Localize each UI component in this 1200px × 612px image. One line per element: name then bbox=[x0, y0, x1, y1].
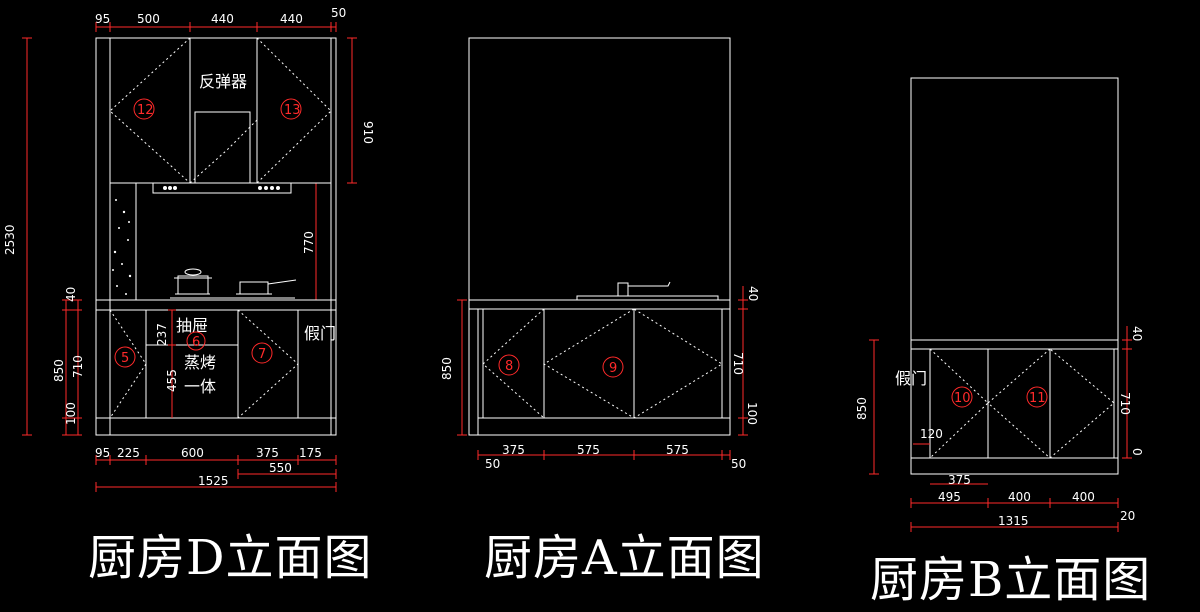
b-dim-850: 850 bbox=[855, 397, 869, 420]
d-cabinet-number-12: 12 bbox=[137, 103, 154, 118]
d-bottom-dim-600: 600 bbox=[181, 446, 204, 460]
a-side-dimensions bbox=[457, 286, 748, 436]
b-cabinet-number-10: 10 bbox=[954, 391, 971, 406]
b-carcass bbox=[910, 77, 1119, 475]
d-cabinet-number-5: 5 bbox=[121, 351, 129, 366]
hood-label: 反弹器 bbox=[199, 72, 247, 91]
d-inner-dimension bbox=[168, 309, 176, 418]
d-right-dimension bbox=[315, 37, 357, 300]
a-bottom-dim-50-left: 50 bbox=[485, 457, 500, 471]
d-cabinet-number-circles bbox=[114, 98, 302, 368]
elevation-a: 8 9 850 40 710 100 375 575 575 50 50 bbox=[440, 37, 760, 471]
d-bottom-dim-225: 225 bbox=[117, 446, 140, 460]
b-side-dimensions bbox=[869, 326, 1132, 485]
b-dim-375: 375 bbox=[948, 473, 971, 487]
d-cabinet-number-7: 7 bbox=[258, 347, 266, 362]
a-bottom-dimensions bbox=[477, 450, 731, 460]
a-bottom-dim-575a: 575 bbox=[577, 443, 600, 457]
b-cabinet-number-11: 11 bbox=[1029, 391, 1046, 406]
b-bottom-dim-400b: 400 bbox=[1072, 490, 1095, 504]
d-top-dim-50: 50 bbox=[331, 6, 346, 20]
d-cooktop-with-pots bbox=[170, 268, 297, 299]
d-top-dim-95: 95 bbox=[95, 12, 110, 26]
a-dim-100: 100 bbox=[745, 402, 759, 425]
elevation-b-title: 厨房B立面图 bbox=[870, 552, 1152, 608]
a-bottom-dim-50-right: 50 bbox=[731, 457, 746, 471]
d-top-dim-440b: 440 bbox=[280, 12, 303, 26]
elevation-d-title: 厨房D立面图 bbox=[88, 530, 373, 586]
b-bottom-dim-400a: 400 bbox=[1008, 490, 1031, 504]
b-dim-0: 0 bbox=[1130, 448, 1144, 456]
a-cabinet-number-9: 9 bbox=[609, 361, 617, 376]
d-top-dim-500: 500 bbox=[137, 12, 160, 26]
b-bottom-dim-20: 20 bbox=[1120, 509, 1135, 523]
b-fake-door-label: 假门 bbox=[895, 369, 927, 388]
d-bottom-dim-375: 375 bbox=[256, 446, 279, 460]
b-cabinet-number-circles bbox=[951, 386, 1048, 408]
a-bottom-dim-375: 375 bbox=[502, 443, 525, 457]
a-dim-710: 710 bbox=[731, 352, 745, 375]
d-dim-910: 910 bbox=[361, 121, 375, 144]
d-bottom-dim-1525: 1525 bbox=[198, 474, 229, 488]
d-bottom-dim-550: 550 bbox=[269, 461, 292, 475]
d-fake-door-label: 假门 bbox=[304, 324, 336, 343]
a-dim-40: 40 bbox=[746, 286, 760, 301]
range-hood bbox=[152, 182, 292, 194]
d-dim-850: 850 bbox=[52, 359, 66, 382]
oven-label-line2: 一体 bbox=[184, 377, 216, 396]
d-bottom-dim-175: 175 bbox=[299, 446, 322, 460]
d-bottom-dimensions bbox=[95, 455, 337, 492]
a-carcass bbox=[468, 37, 731, 436]
d-left-dimension bbox=[22, 37, 82, 436]
b-bottom-dim-495: 495 bbox=[938, 490, 961, 504]
d-dim-100: 100 bbox=[64, 402, 78, 425]
elevation-b: 10 11 假门 850 40 710 0 120 375 495 400 40… bbox=[855, 77, 1144, 532]
oven-label-line1: 蒸烤 bbox=[184, 353, 216, 372]
b-dim-710: 710 bbox=[1118, 392, 1132, 415]
d-dim-455: 455 bbox=[165, 369, 179, 392]
b-dim-120: 120 bbox=[920, 427, 943, 441]
b-bottom-dimensions bbox=[910, 498, 1119, 532]
d-base-door-swings bbox=[109, 309, 299, 419]
drawer-label: 抽屉 bbox=[176, 316, 208, 335]
a-bottom-dim-575b: 575 bbox=[666, 443, 689, 457]
a-cabinet-number-circles bbox=[498, 354, 624, 378]
d-bottom-dim-95: 95 bbox=[95, 446, 110, 460]
d-cabinet-number-13: 13 bbox=[284, 103, 301, 118]
elevation-d: 95 500 440 440 50 2530 40 850 710 100 91… bbox=[3, 6, 375, 492]
a-dim-850: 850 bbox=[440, 357, 454, 380]
a-door-swings bbox=[482, 308, 723, 419]
d-storage-rack-pattern bbox=[112, 199, 132, 295]
elevation-a-title: 厨房A立面图 bbox=[484, 530, 765, 586]
d-cabinet-number-6: 6 bbox=[192, 335, 200, 350]
b-dim-40: 40 bbox=[1130, 326, 1144, 341]
a-cabinet-number-8: 8 bbox=[505, 359, 513, 374]
b-door-swings bbox=[929, 348, 1115, 459]
d-upper-door-swings bbox=[109, 37, 332, 184]
d-dim-770: 770 bbox=[302, 231, 316, 254]
d-top-dimension bbox=[95, 22, 337, 32]
d-dim-710: 710 bbox=[71, 355, 85, 378]
d-dim-40: 40 bbox=[64, 287, 78, 302]
d-top-dim-440a: 440 bbox=[211, 12, 234, 26]
d-carcass bbox=[95, 37, 337, 436]
d-dim-2530: 2530 bbox=[3, 224, 17, 255]
b-bottom-dim-1315: 1315 bbox=[998, 514, 1029, 528]
d-dim-237: 237 bbox=[155, 323, 169, 346]
